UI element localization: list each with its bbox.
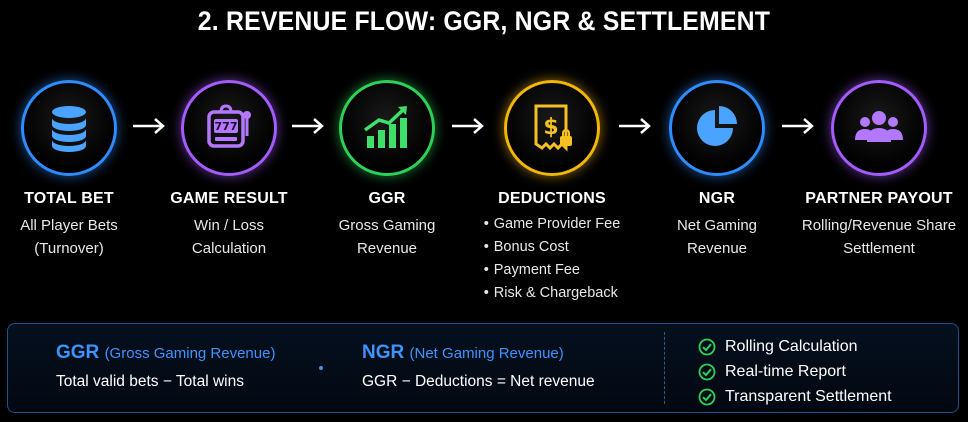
ggr-circle — [339, 80, 435, 176]
svg-text:777: 777 — [215, 120, 238, 133]
step-line: Gross Gaming — [338, 217, 436, 234]
svg-text:$: $ — [543, 115, 558, 140]
step-description: Rolling/Revenue Share Settlement — [799, 214, 959, 260]
step-title: GGR — [368, 190, 406, 207]
step-line: (Turnover) — [34, 240, 104, 257]
separator-dot — [319, 366, 323, 370]
step-title: NGR — [698, 190, 736, 207]
arrow-right-icon — [782, 118, 814, 134]
step-deductions: $ DEDUCTIONS Game Provider Fee Bonus Cos… — [472, 80, 632, 305]
check-circle-icon — [698, 388, 716, 405]
step-ggr: GGR Gross Gaming Revenue — [307, 80, 467, 260]
step-total-bet: TOTAL BET All Player Bets (Turnover) — [0, 80, 149, 260]
arrow-right-icon — [292, 118, 324, 134]
list-item: Real-time Report — [698, 359, 892, 384]
users-group-icon — [855, 111, 903, 142]
ngr-formula: GGR − Deductions = Net revenue — [362, 373, 595, 390]
list-item: Bonus Cost — [484, 236, 621, 259]
feature-label: Real-time Report — [725, 362, 846, 380]
list-item: Risk & Chargeback — [484, 282, 621, 305]
step-line: Rolling/Revenue Share — [801, 217, 957, 234]
step-line: Win / Loss — [193, 217, 265, 234]
step-line: Settlement — [843, 240, 915, 257]
ngr-heading: NGR (Net Gaming Revenue) — [362, 342, 595, 364]
step-title: PARTNER PAYOUT — [805, 190, 953, 207]
total-bet-circle — [21, 80, 117, 176]
step-line: Calculation — [191, 240, 267, 257]
definitions-panel: GGR (Gross Gaming Revenue) Total valid b… — [7, 323, 959, 413]
deductions-list: Game Provider Fee Bonus Cost Payment Fee… — [484, 213, 621, 305]
step-description: Gross Gaming Revenue — [307, 214, 467, 260]
ggr-full-name: (Gross Gaming Revenue) — [104, 345, 276, 362]
ggr-heading: GGR (Gross Gaming Revenue) — [56, 342, 275, 364]
partner-payout-circle — [831, 80, 927, 176]
features-list: Rolling Calculation Real-time Report Tra… — [698, 334, 892, 409]
arrow-right-icon — [619, 118, 651, 134]
step-partner-payout: PARTNER PAYOUT Rolling/Revenue Share Set… — [799, 80, 959, 260]
ngr-definition: NGR (Net Gaming Revenue) GGR − Deduction… — [362, 342, 595, 391]
feature-label: Transparent Settlement — [725, 387, 892, 405]
growth-chart-icon — [363, 106, 407, 148]
database-icon — [52, 106, 86, 152]
check-circle-icon — [698, 338, 716, 355]
check-circle-icon — [698, 363, 716, 380]
step-title: TOTAL BET — [24, 190, 114, 207]
slot-machine-icon: 777 — [207, 104, 251, 148]
step-line: All Player Bets — [20, 217, 118, 234]
page-title: 2. REVENUE FLOW: GGR, NGR & SETTLEMENT — [197, 6, 771, 36]
divider — [664, 332, 665, 404]
ggr-formula: Total valid bets − Total wins — [56, 373, 244, 390]
feature-label: Rolling Calculation — [725, 337, 858, 355]
step-game-result: 777 GAME RESULT Win / Loss Calculation — [149, 80, 309, 260]
arrow-right-icon — [133, 118, 165, 134]
step-line: Net Gaming — [676, 217, 758, 234]
step-description: Net Gaming Revenue — [637, 214, 797, 260]
ngr-abbr: NGR — [362, 342, 405, 363]
ngr-circle — [669, 80, 765, 176]
step-line: Revenue — [686, 240, 748, 257]
step-title: DEDUCTIONS — [498, 190, 606, 207]
list-item: Rolling Calculation — [698, 334, 892, 359]
receipt-dollar-icon: $ — [534, 104, 572, 152]
list-item: Transparent Settlement — [698, 384, 892, 409]
step-ngr: NGR Net Gaming Revenue — [637, 80, 797, 260]
pie-chart-icon — [697, 106, 737, 146]
step-line: Revenue — [356, 240, 418, 257]
step-title: GAME RESULT — [170, 190, 288, 207]
ggr-abbr: GGR — [56, 342, 100, 363]
arrow-right-icon — [452, 118, 484, 134]
list-item: Payment Fee — [484, 259, 621, 282]
ngr-full-name: (Net Gaming Revenue) — [409, 345, 564, 362]
list-item: Game Provider Fee — [484, 213, 621, 236]
deductions-circle: $ — [504, 80, 600, 176]
step-description: All Player Bets (Turnover) — [0, 214, 149, 260]
step-description: Win / Loss Calculation — [149, 214, 309, 260]
ggr-definition: GGR (Gross Gaming Revenue) Total valid b… — [56, 342, 275, 391]
game-result-circle: 777 — [181, 80, 277, 176]
revenue-flow-diagram: TOTAL BET All Player Bets (Turnover) 777… — [0, 80, 968, 315]
